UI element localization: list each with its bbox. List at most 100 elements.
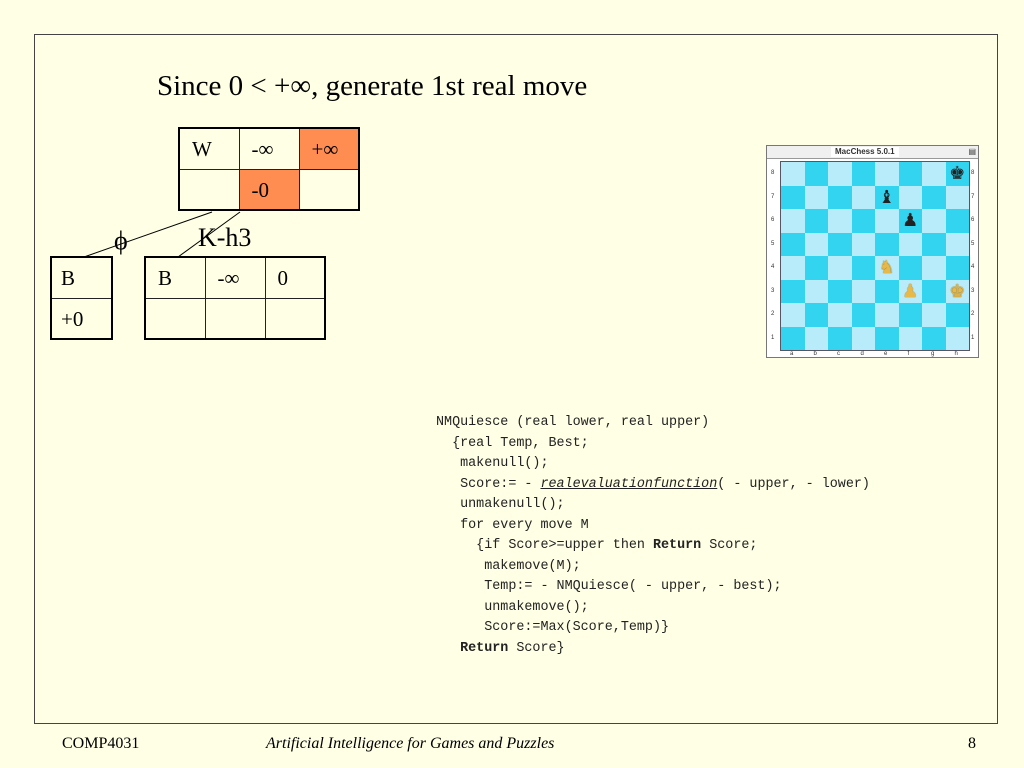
table-cell-highlight: +∞ xyxy=(298,127,360,170)
board-square-d4[interactable] xyxy=(851,256,875,280)
rank-label-right: 7 xyxy=(971,193,975,200)
file-label: b xyxy=(813,351,817,357)
board-square-b5[interactable] xyxy=(804,232,828,256)
board-square-b7[interactable] xyxy=(804,185,828,209)
board-square-d7[interactable] xyxy=(851,185,875,209)
board-square-a4[interactable] xyxy=(781,256,805,280)
board-square-h2[interactable] xyxy=(945,303,969,327)
table-cell: +0 xyxy=(50,297,113,340)
file-label: e xyxy=(884,351,888,357)
code-line: Score:=Max(Score,Temp)} xyxy=(436,620,670,635)
edge-to-b2 xyxy=(177,211,241,258)
board-square-c2[interactable] xyxy=(828,303,852,327)
white-knight-icon[interactable]: ♞ xyxy=(878,257,895,277)
board-square-d3[interactable] xyxy=(851,279,875,303)
board-square-d6[interactable] xyxy=(851,209,875,233)
black-bishop-icon[interactable]: ♝ xyxy=(878,186,895,207)
black-pawn-icon[interactable]: ♟ xyxy=(902,210,919,230)
board-square-b4[interactable] xyxy=(804,256,828,280)
board-square-e3[interactable] xyxy=(875,279,899,303)
code-line: {if Score>=upper then Return Score; xyxy=(436,536,870,557)
board-title: MacChess 5.0.1 xyxy=(831,147,899,157)
board-square-a6[interactable] xyxy=(781,209,805,233)
board-square-d8[interactable] xyxy=(851,162,875,186)
board-square-c4[interactable] xyxy=(828,256,852,280)
table-cell xyxy=(298,168,360,211)
board-square-a8[interactable] xyxy=(781,162,805,186)
code-text: {if Score>=upper then xyxy=(436,538,653,553)
zoom-box-icon[interactable]: ▤ xyxy=(968,147,976,156)
table-cell: -∞ xyxy=(204,256,266,299)
board-square-d5[interactable] xyxy=(851,232,875,256)
board-square-f8[interactable] xyxy=(898,162,922,186)
board-square-b8[interactable] xyxy=(804,162,828,186)
board-square-h6[interactable] xyxy=(945,209,969,233)
table-row: W -∞ +∞ xyxy=(178,127,360,170)
board-square-g7[interactable] xyxy=(922,185,946,209)
board-square-g1[interactable] xyxy=(922,326,946,350)
board-square-f4[interactable] xyxy=(898,256,922,280)
board-square-g5[interactable] xyxy=(922,232,946,256)
board-square-h5[interactable] xyxy=(945,232,969,256)
code-line: NMQuiesce (real lower, real upper) xyxy=(436,415,710,430)
black-king-icon[interactable]: ♚ xyxy=(949,163,966,183)
board-square-b3[interactable] xyxy=(804,279,828,303)
board-square-d1[interactable] xyxy=(851,326,875,350)
table-cell: B xyxy=(144,256,206,299)
node-table-b-null: B +0 xyxy=(50,256,113,340)
board-square-e6[interactable] xyxy=(875,209,899,233)
board-square-f2[interactable] xyxy=(898,303,922,327)
pseudocode: NMQuiesce (real lower, real upper) {real… xyxy=(436,413,870,659)
board-square-e4[interactable]: ♞ xyxy=(875,256,899,280)
board-square-f1[interactable] xyxy=(898,326,922,350)
board-square-h4[interactable] xyxy=(945,256,969,280)
table-row: B -∞ 0 xyxy=(144,256,326,299)
board-square-a7[interactable] xyxy=(781,185,805,209)
board-square-b6[interactable] xyxy=(804,209,828,233)
board-square-c6[interactable] xyxy=(828,209,852,233)
board-square-a2[interactable] xyxy=(781,303,805,327)
board-square-a1[interactable] xyxy=(781,326,805,350)
board-square-c8[interactable] xyxy=(828,162,852,186)
board-square-a3[interactable] xyxy=(781,279,805,303)
board-square-e8[interactable] xyxy=(875,162,899,186)
code-line: unmakenull(); xyxy=(436,497,565,512)
code-line: Return Score} xyxy=(436,639,870,660)
board-square-h8[interactable]: ♚ xyxy=(945,162,969,186)
footer-page-number: 8 xyxy=(968,735,976,752)
board-square-g3[interactable] xyxy=(922,279,946,303)
board-square-c3[interactable] xyxy=(828,279,852,303)
rank-label-left: 7 xyxy=(771,193,775,200)
white-king-icon[interactable]: ♚ xyxy=(949,280,966,301)
code-text: Score:= - xyxy=(436,476,541,492)
board-square-d2[interactable] xyxy=(851,303,875,327)
board-square-c1[interactable] xyxy=(828,326,852,350)
board-square-g4[interactable] xyxy=(922,256,946,280)
board-square-f5[interactable] xyxy=(898,232,922,256)
board-square-c5[interactable] xyxy=(828,232,852,256)
board-square-e2[interactable] xyxy=(875,303,899,327)
board-square-b2[interactable] xyxy=(804,303,828,327)
table-row: +0 xyxy=(50,297,113,340)
white-pawn-icon[interactable]: ♟ xyxy=(902,280,919,301)
rank-label-right: 5 xyxy=(971,240,975,247)
board-square-b1[interactable] xyxy=(804,326,828,350)
board-square-e7[interactable]: ♝ xyxy=(875,185,899,209)
board-square-h1[interactable] xyxy=(945,326,969,350)
board-square-c7[interactable] xyxy=(828,185,852,209)
board-square-g6[interactable] xyxy=(922,209,946,233)
board-square-a5[interactable] xyxy=(781,232,805,256)
rank-label-right: 1 xyxy=(971,334,975,341)
board-square-h3[interactable]: ♚ xyxy=(945,279,969,303)
rank-label-left: 4 xyxy=(771,264,775,270)
table-cell xyxy=(144,297,206,340)
board-square-f7[interactable] xyxy=(898,185,922,209)
board-square-f6[interactable]: ♟ xyxy=(898,209,922,233)
board-square-e1[interactable] xyxy=(875,326,899,350)
file-label: d xyxy=(860,351,864,357)
board-square-h7[interactable] xyxy=(945,185,969,209)
board-square-f3[interactable]: ♟ xyxy=(898,279,922,303)
board-square-e5[interactable] xyxy=(875,232,899,256)
board-square-g8[interactable] xyxy=(922,162,946,186)
board-square-g2[interactable] xyxy=(922,303,946,327)
